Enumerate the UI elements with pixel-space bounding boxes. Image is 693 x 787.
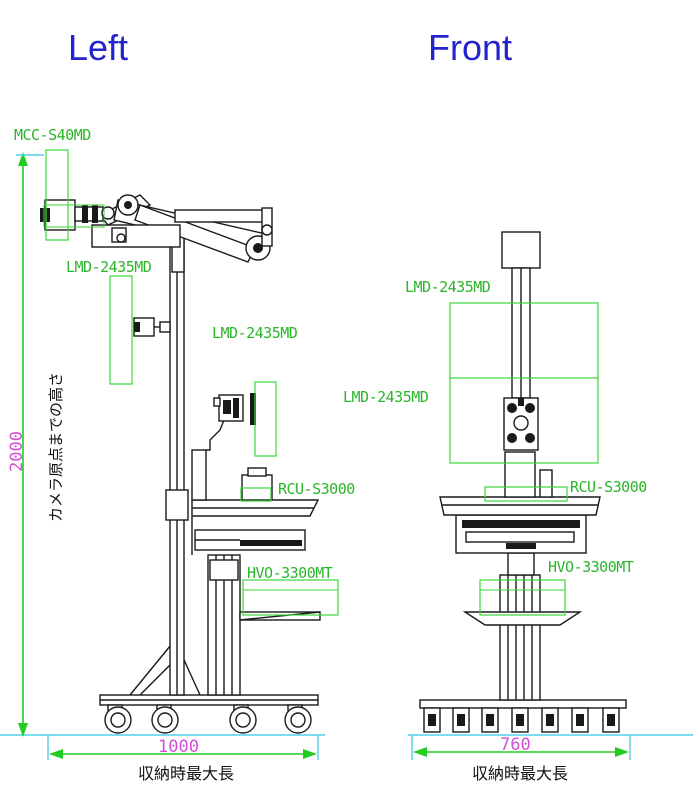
- front-width-value: 760: [500, 735, 531, 755]
- camera-label: MCC-S40MD: [14, 126, 91, 144]
- left-width-caption: 収納時最大長: [138, 764, 234, 783]
- left-hvo-label: HVO-3300MT: [247, 564, 333, 582]
- camera-outline: [45, 149, 69, 241]
- front-view-outlines: [449, 302, 599, 616]
- front-casters: [423, 707, 620, 733]
- front-width-dimension: [411, 735, 631, 760]
- front-rcu-label: RCU-S3000: [570, 478, 647, 496]
- height-dimension: [16, 152, 44, 737]
- left-hvo-outline: [242, 579, 339, 616]
- front-monitor-outline: [449, 302, 599, 464]
- height-value: 2000: [7, 431, 27, 472]
- mid-left-monitor-outline: [254, 381, 277, 457]
- left-view-drawing: [0, 194, 325, 736]
- upper-front-monitor-label: LMD-2435MD: [405, 278, 491, 296]
- height-caption: カメラ原点までの高さ: [47, 372, 65, 522]
- front-hvo-outline: [479, 579, 566, 616]
- front-view-title: Front: [428, 27, 512, 68]
- left-rcu-label: RCU-S3000: [278, 480, 355, 498]
- left-view-outlines: [43, 149, 339, 616]
- upper-left-monitor-outline: [109, 275, 133, 385]
- left-width-value: 1000: [158, 737, 199, 757]
- front-view-drawing: [408, 231, 693, 736]
- mid-front-monitor-label: LMD-2435MD: [343, 388, 429, 406]
- left-casters: [104, 704, 312, 734]
- upper-left-monitor-label: LMD-2435MD: [66, 258, 152, 276]
- front-hvo-label: HVO-3300MT: [548, 558, 634, 576]
- front-width-caption: 収納時最大長: [472, 764, 568, 783]
- front-desk: [439, 496, 601, 516]
- left-arm-mount: [91, 224, 181, 248]
- mid-left-monitor-label: LMD-2435MD: [212, 324, 298, 342]
- front-rcu-outline: [484, 486, 568, 502]
- left-view-title: Left: [68, 27, 128, 68]
- left-rcu-outline: [240, 487, 272, 502]
- left-width-dimension: [47, 735, 319, 760]
- front-base-frame: [419, 699, 627, 709]
- front-cart-column: [499, 574, 541, 701]
- front-camera-head: [501, 231, 541, 269]
